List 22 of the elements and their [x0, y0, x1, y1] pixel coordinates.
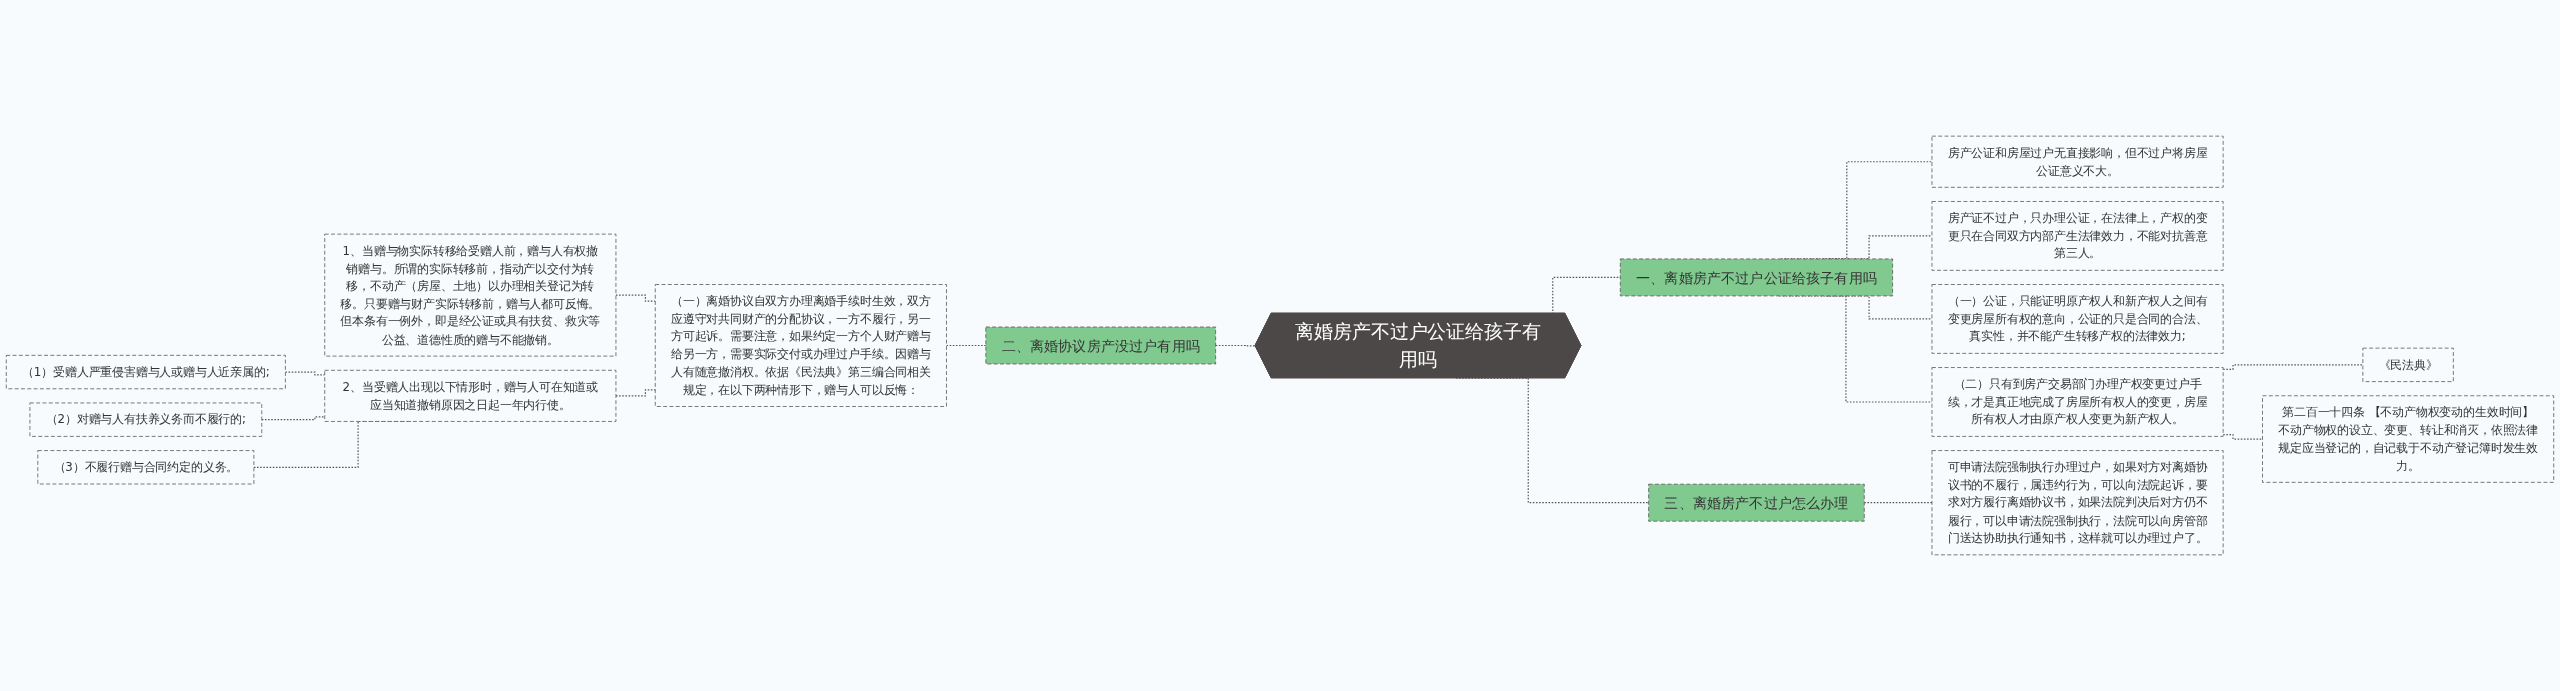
node-box: （2）对赠与人有扶养义务而不履行的; — [29, 402, 263, 437]
connector — [2222, 364, 2364, 370]
node-box: （一）离婚协议自双方办理离婚手续时生效，双方应遵守对共同财产的分配协议，一方不履行，另一方可起诉。需要注意，如果约定一方个人财产赠与给另一方，需要实际交付或办理过户手续。因赠与人有随意撤消权。依据《民法典》第三编合同相关规定，在以下两种情形下，赠与人可以反悔： — [654, 284, 947, 407]
node-box: 可申请法院强制执行办理过户，如果对方对离婚协议书的不履行，属违约行为，可以向法院起诉，要求对方履行离婚协议书，如果法院判决后对方仍不履行，可以申请法院强制执行，法院可以向房管部门送达协助执行通知书，这样就可以办理过户了。 — [1931, 450, 2224, 556]
connector — [1215, 344, 1256, 347]
node-box: 2、当受赠人出现以下情形时，赠与人可在知道或应当知道撤销原因之日起一年内行使。 — [324, 369, 617, 422]
node-box: 一、离婚房产不过户公证给孩子有用吗 — [1619, 258, 1893, 297]
node-box: （一）公证，只能证明原产权人和新产权人之间有变更房屋所有权的意向，公证的只是合同的合法、真实性，并不能产生转移产权的法律效力; — [1931, 284, 2224, 354]
node-box: （3）不履行赠与合同约定的义务。 — [37, 450, 255, 485]
node-box: 三、离婚房产不过户怎么办理 — [1648, 483, 1865, 522]
node-box: 二、离婚协议房产没过户有用吗 — [985, 326, 1217, 365]
node-box: （二）只有到房产交易部门办理产权变更过户手续，才是真正地完成了房屋所有权人的变更，房屋所有权人才由原产权人变更为新产权人。 — [1931, 367, 2224, 437]
node-box: 第二百一十四条 【不动产物权变动的生效时间】不动产物权的设立、变更、转让和消灭，依照法律规定应当登记的，自记载于不动产登记簿时发生效力。 — [2262, 395, 2555, 483]
connector — [261, 416, 326, 421]
node-box: （1）受赠人严重侵害赠与人或赠与人近亲属的; — [5, 354, 286, 390]
node-box: 房产公证和房屋过户无直接影响，但不过户将房屋公证意义不大。 — [1931, 135, 2224, 188]
connector — [615, 294, 656, 302]
connector — [2222, 434, 2264, 440]
node-box: 1、当赠与物实际转移给受赠人前，赠与人有权撤销赠与。所谓的实际转移前，指动产以交付为转移，不动产（房屋、土地）以办理相关登记为转移。只要赠与财产实际转移前，赠与人都可反悔。但本条有一例外，即是经公证或具有扶贫、救灾等公益、道德性质的赠与不能撤销。 — [324, 233, 617, 357]
connector — [615, 389, 656, 397]
node-box: 房产证不过户，只办理公证，在法律上，产权的变更只在合同双方内部产生法律效力，不能对抗善意第三人。 — [1931, 201, 2224, 271]
node-box: 《民法典》 — [2362, 347, 2454, 382]
